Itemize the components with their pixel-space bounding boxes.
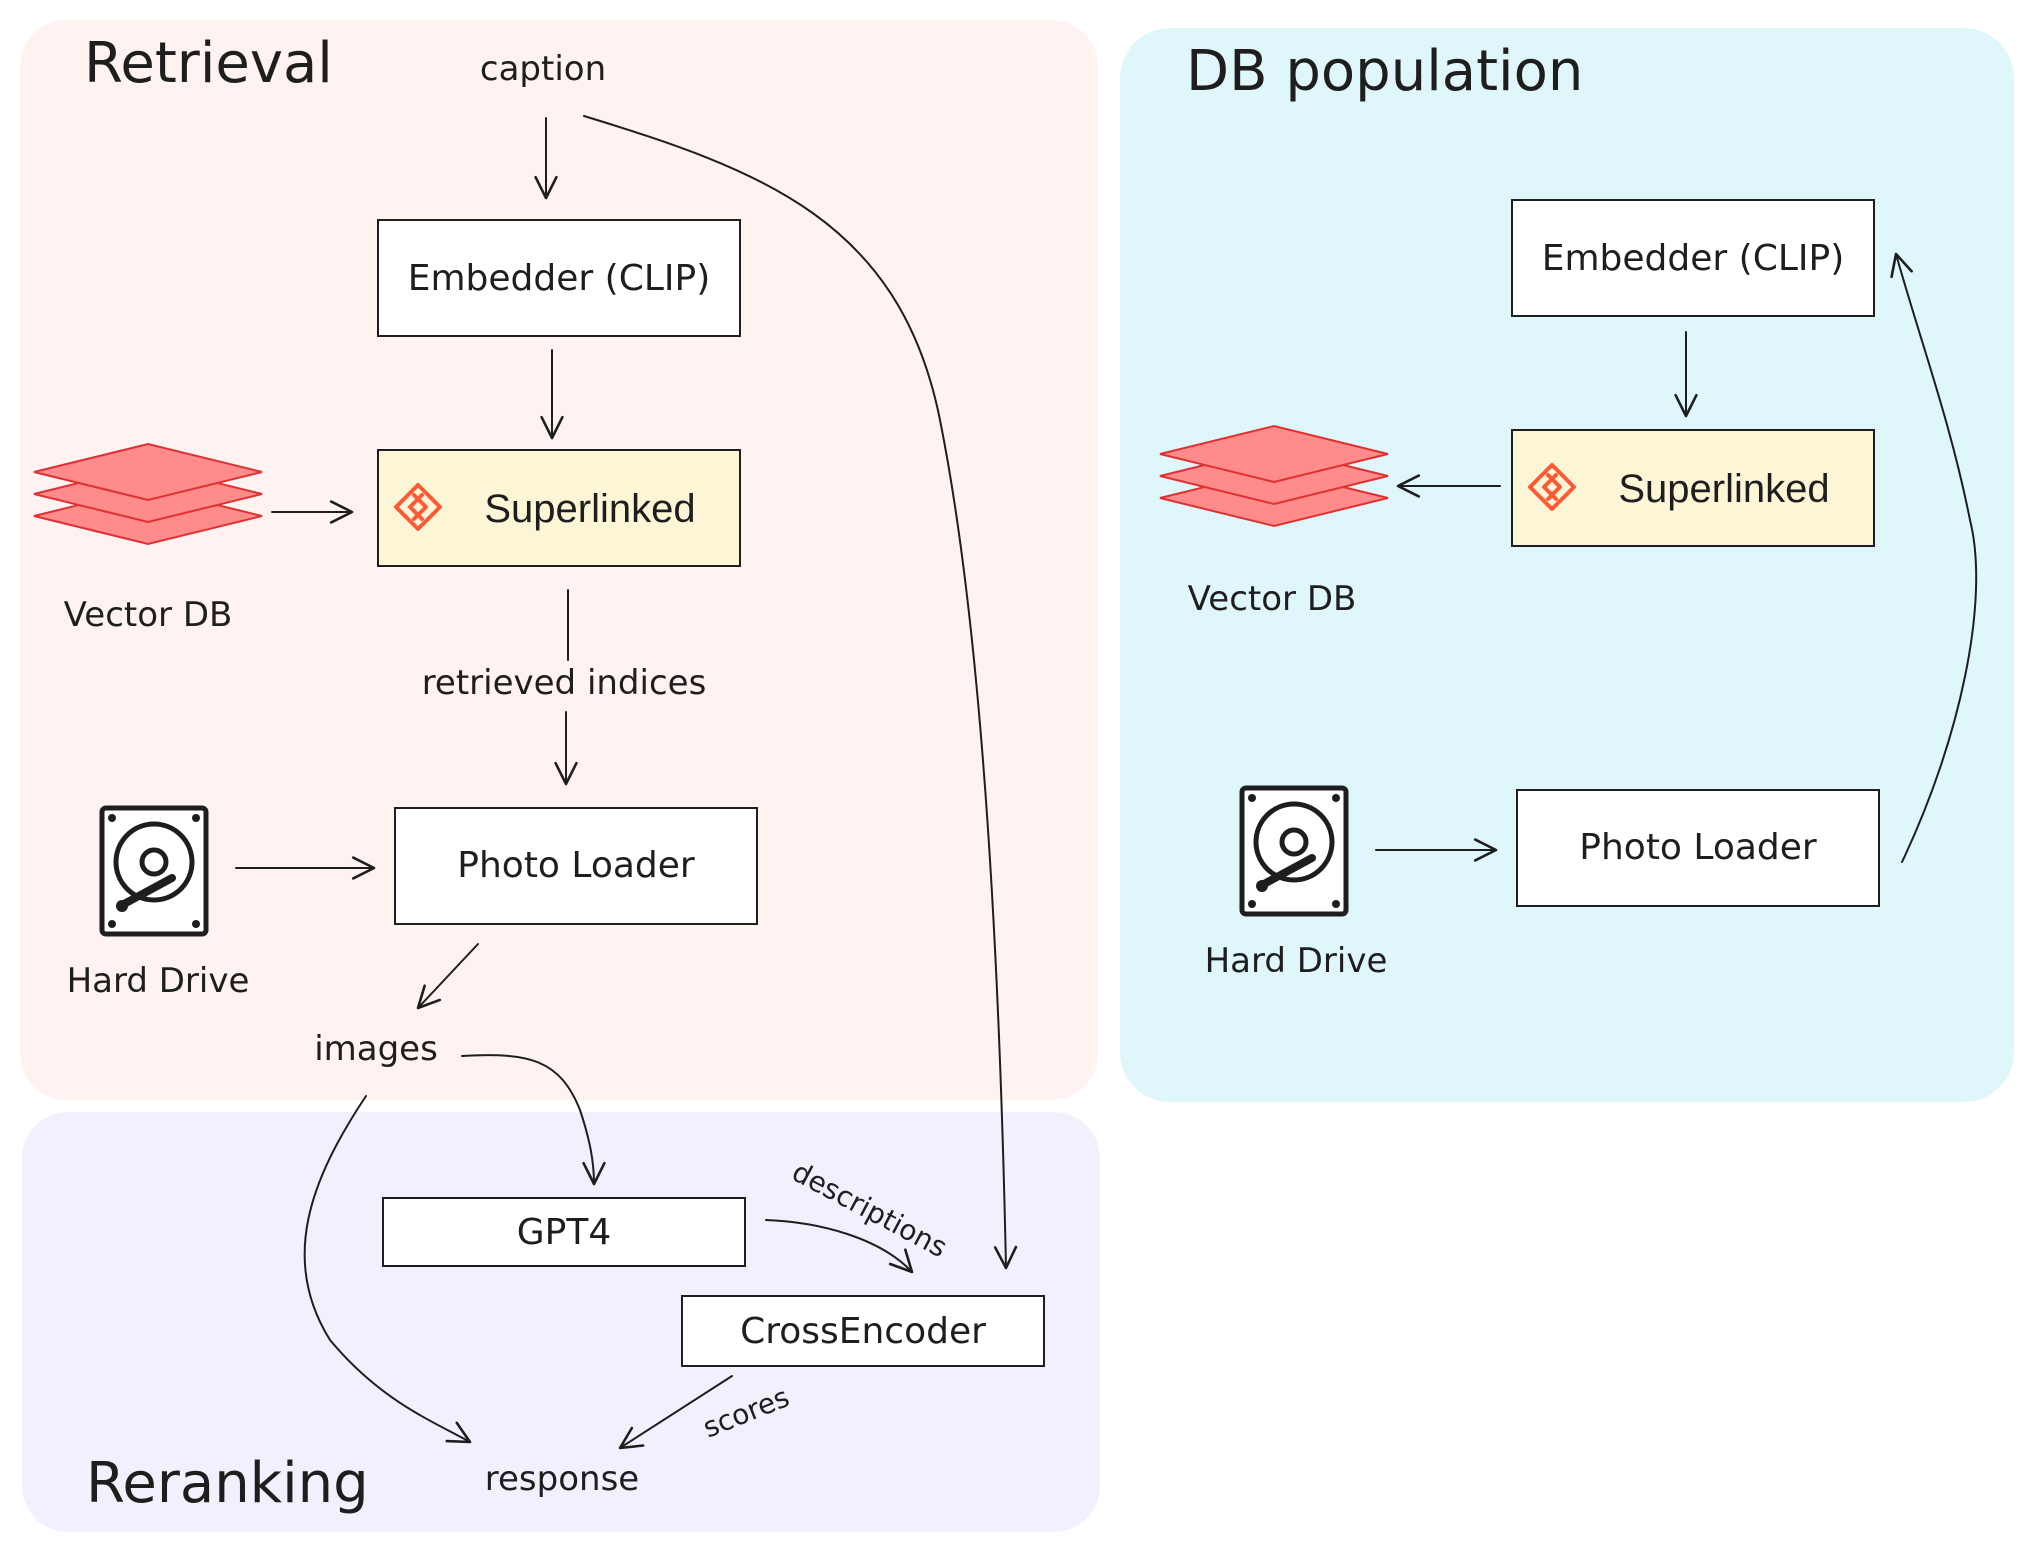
db-superlinked-label: Superlinked <box>1618 467 1829 511</box>
photo-loader-label: Photo Loader <box>457 845 695 886</box>
retrieved-indices-label: retrieved indices <box>422 663 707 703</box>
db-embedder-label: Embedder (CLIP) <box>1542 238 1845 279</box>
reranking-title: Reranking <box>86 1451 369 1516</box>
arrow-db-photoloader-to-embedder <box>1890 252 1978 863</box>
hard-drive-icon <box>102 808 206 934</box>
db-embedder-box <box>1511 199 1875 317</box>
arrow-caption-to-crossencoder <box>583 115 1018 1270</box>
arrow-crossencoder-to-response <box>618 1375 733 1450</box>
arrow-images-to-response <box>303 1095 472 1444</box>
db-photo-loader-label: Photo Loader <box>1579 827 1817 868</box>
embedder-label: Embedder (CLIP) <box>408 258 711 299</box>
arrow-images-to-gpt4 <box>461 1054 606 1186</box>
superlinked-label: Superlinked <box>484 487 695 531</box>
db-vector-db-label: Vector DB <box>1188 579 1357 619</box>
db-hard-drive-label: Hard Drive <box>1205 941 1388 981</box>
superlinked-logo-icon <box>394 483 442 531</box>
vector-db-label: Vector DB <box>64 595 233 635</box>
retrieval-title: Retrieval <box>84 31 333 96</box>
crossencoder-label: CrossEncoder <box>740 1311 986 1352</box>
db-population-title: DB population <box>1186 39 1583 104</box>
hard-drive-label: Hard Drive <box>67 961 250 1001</box>
arrow-photoloader-to-images <box>416 943 479 1010</box>
db-photo-loader-box <box>1516 789 1880 907</box>
embedder-box <box>377 219 741 337</box>
db-superlinked-logo-icon <box>1528 463 1576 511</box>
db-hard-drive-icon <box>1242 788 1346 914</box>
caption-label: caption <box>480 49 606 89</box>
crossencoder-box <box>681 1295 1045 1367</box>
arrow-gpt4-to-crossencoder <box>765 1219 914 1274</box>
gpt4-box <box>382 1197 746 1267</box>
reranking-panel <box>22 1112 1100 1532</box>
response-label: response <box>485 1459 639 1499</box>
photo-loader-box <box>394 807 758 925</box>
images-label: images <box>314 1029 438 1069</box>
gpt4-label: GPT4 <box>517 1212 612 1253</box>
